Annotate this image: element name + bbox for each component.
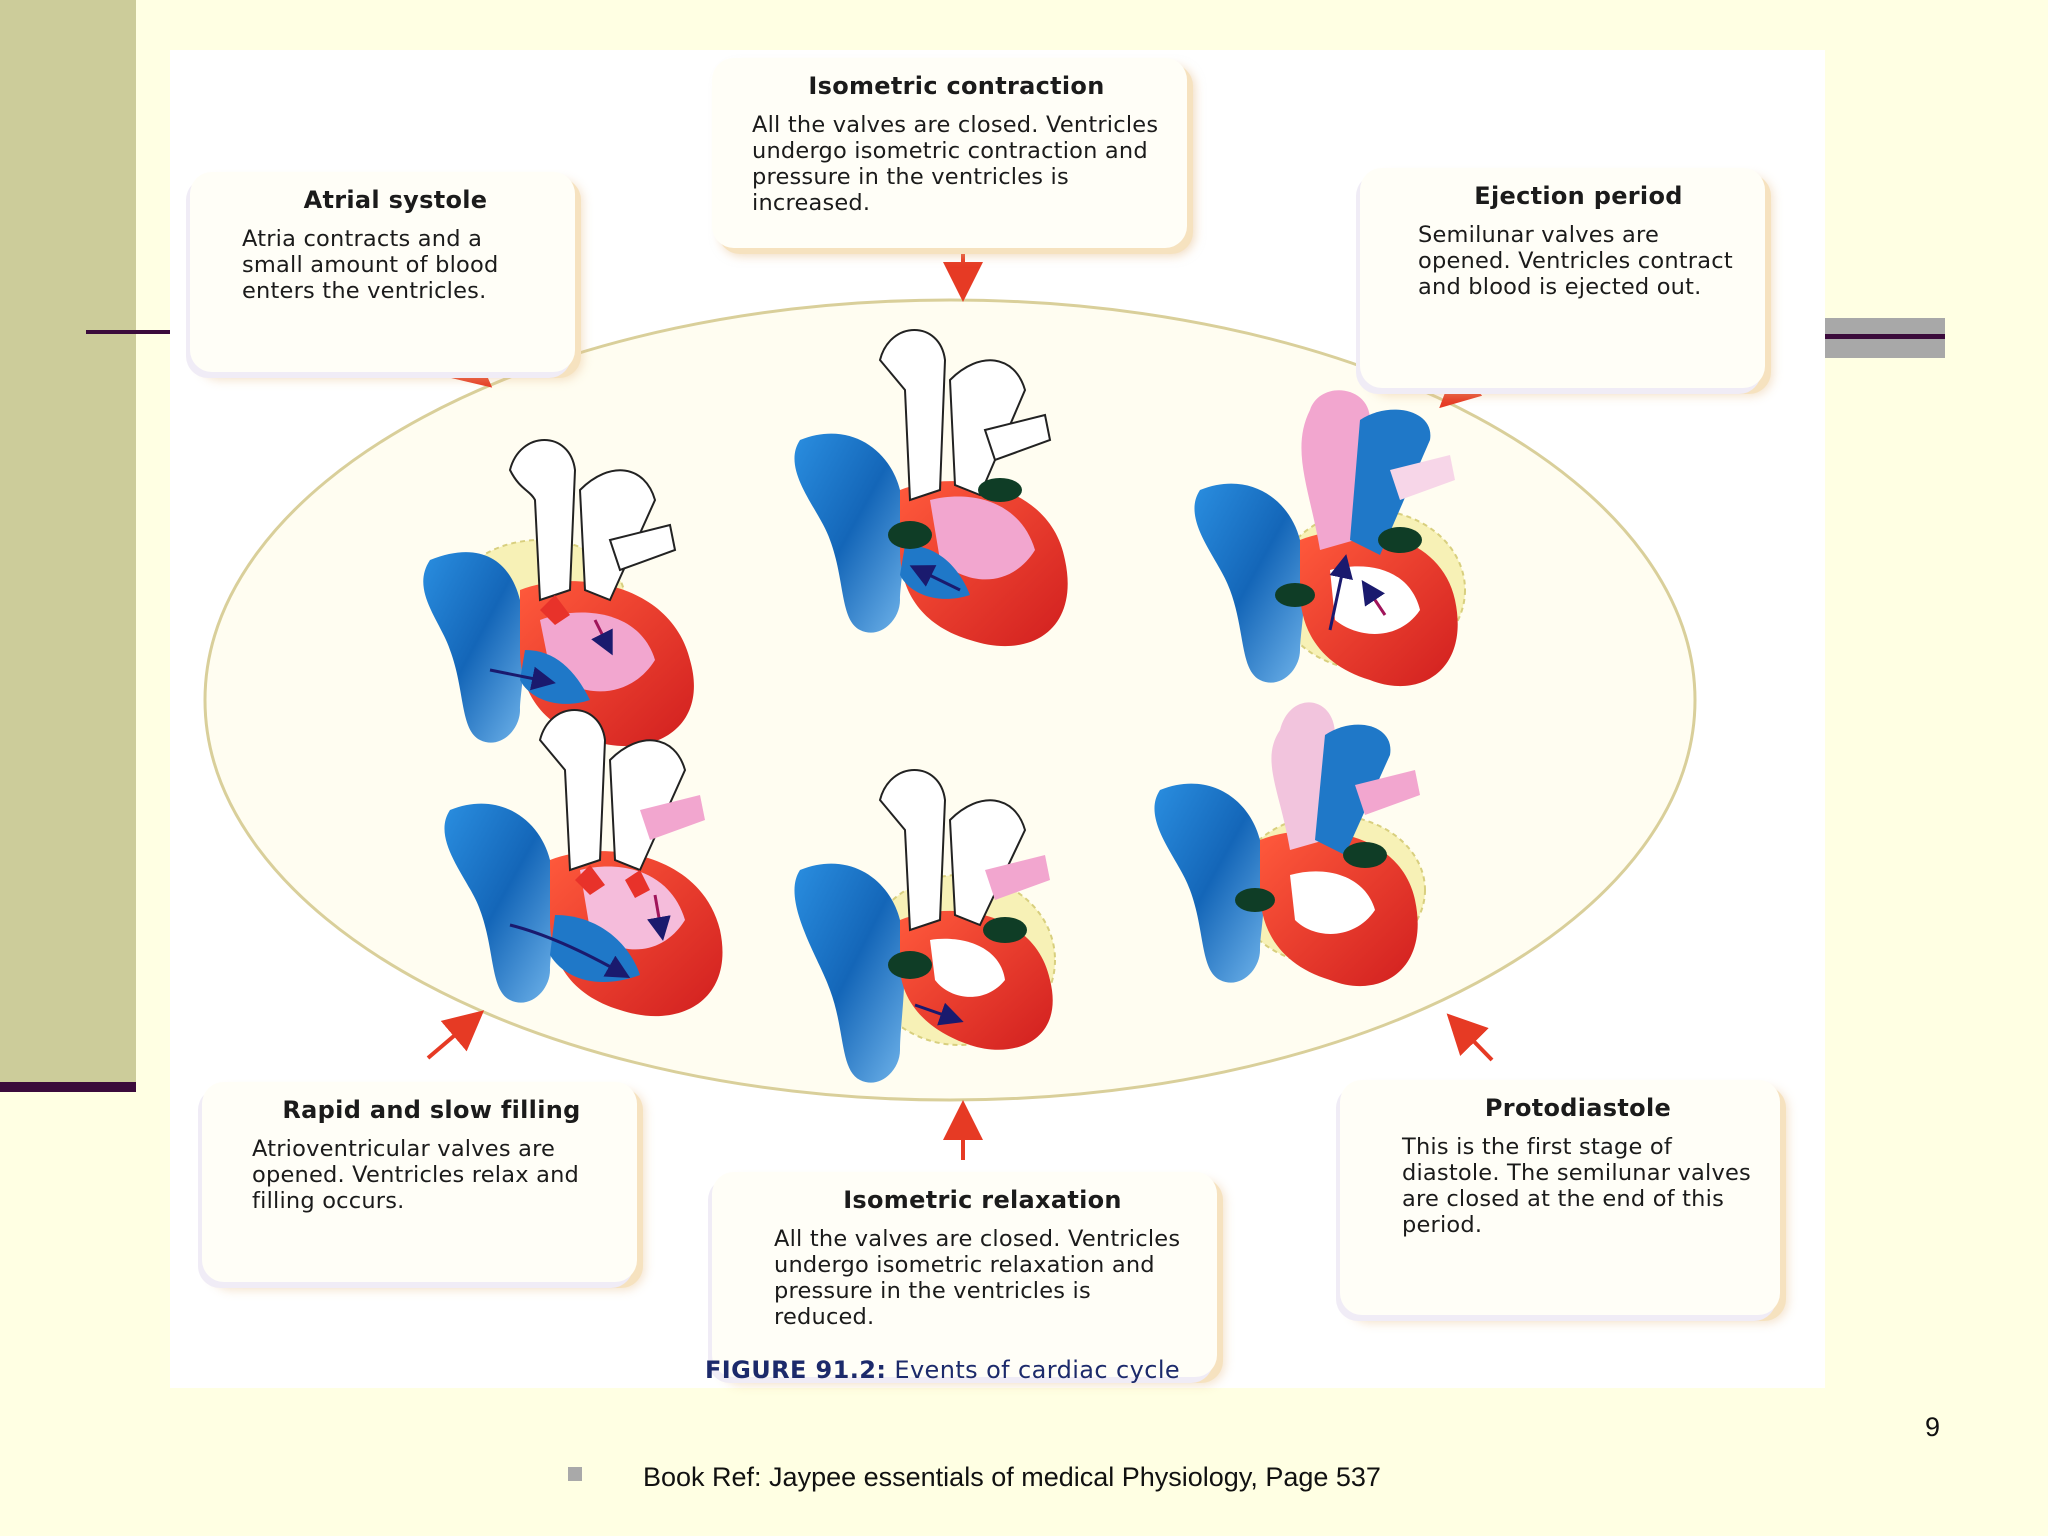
arrow-rapid-slow-filling	[426, 1010, 485, 1060]
phase-description: All the valves are closed. Ventricles un…	[774, 1226, 1181, 1330]
book-reference: Book Ref: Jaypee essentials of medical P…	[643, 1462, 1381, 1492]
callout-ejection-period: Ejection period Semilunar valves are ope…	[1360, 168, 1765, 388]
callout-isometric-relaxation: Isometric relaxation All the valves are …	[712, 1172, 1217, 1377]
left-accent-underline	[0, 1082, 136, 1092]
cardiac-cycle-figure: Atrial systole Atria contracts and a sma…	[170, 50, 1825, 1388]
heart-isometric-contraction	[794, 329, 1068, 647]
heart-protodiastole	[1154, 702, 1426, 987]
callout-atrial-systole: Atrial systole Atria contracts and a sma…	[190, 172, 575, 372]
phase-title: Isometric relaxation	[843, 1186, 1122, 1214]
phase-title: Rapid and slow filling	[282, 1096, 581, 1124]
callout-isometric-contraction: Isometric contraction All the valves are…	[712, 58, 1187, 248]
arrow-protodiastole	[1446, 1013, 1494, 1062]
left-accent-bar	[0, 0, 136, 1082]
heart-rapid-slow-filling	[444, 709, 723, 1017]
figure-caption: FIGURE 91.2: Events of cardiac cycle	[705, 1356, 1405, 1384]
heart-ejection-period	[1194, 390, 1466, 687]
phase-title: Atrial systole	[303, 186, 488, 214]
phase-description: All the valves are closed. Ventricles un…	[752, 112, 1159, 216]
cardiac-cycle-diagram	[203, 242, 1697, 1160]
figure-caption-text: Events of cardiac cycle	[894, 1356, 1181, 1384]
bullet-icon	[568, 1467, 582, 1481]
callout-rapid-slow-filling: Rapid and slow filling Atrioventricular …	[202, 1082, 637, 1282]
heart-isometric-relaxation	[794, 769, 1056, 1083]
callout-protodiastole: Protodiastole This is the first stage of…	[1340, 1080, 1780, 1315]
phase-description: Semilunar valves are opened. Ventricles …	[1418, 222, 1733, 300]
heart-atrial-systole	[423, 439, 694, 747]
phase-title: Protodiastole	[1484, 1094, 1672, 1122]
phase-title: Ejection period	[1474, 182, 1683, 210]
phase-description: This is the first stage of diastole. The…	[1402, 1134, 1751, 1238]
phase-title: Isometric contraction	[808, 72, 1105, 100]
phase-description: Atria contracts and a small amount of bl…	[242, 226, 499, 304]
page-number: 9	[1924, 1412, 1940, 1442]
phase-description: Atrioventricular valves are opened. Vent…	[252, 1136, 580, 1214]
title-rule-right	[1825, 334, 1945, 339]
title-rule-left	[86, 330, 176, 334]
figure-caption-label: FIGURE 91.2:	[705, 1356, 887, 1384]
